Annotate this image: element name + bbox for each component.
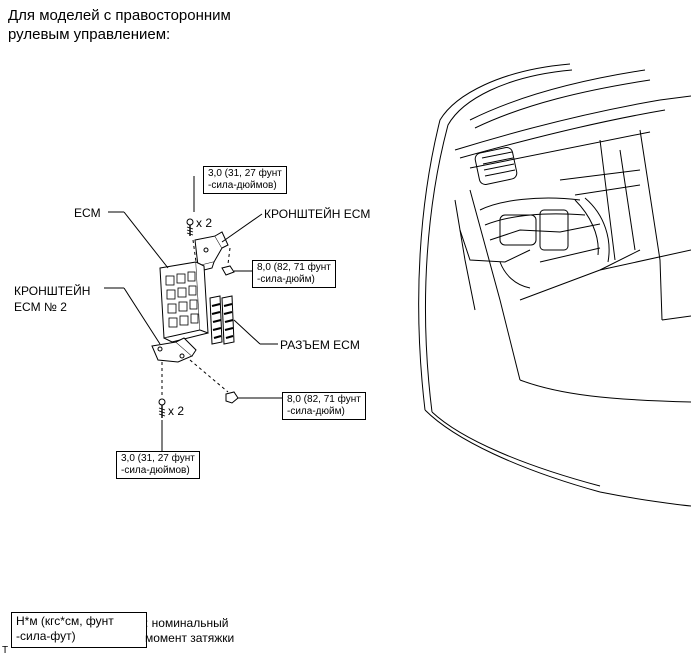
page-title: Для моделей с правосторонним рулевым упр…: [8, 6, 328, 44]
legend-desc-line2: момент затяжки: [145, 631, 235, 645]
title-line-1: Для моделей с правосторонним: [8, 7, 231, 24]
torque-bottom-line1: 3,0 (31, 27 фунт: [121, 453, 195, 464]
label-qty-bottom: x 2: [168, 404, 185, 418]
ecm-unit: [159, 261, 209, 343]
label-bracket-ecm: КРОНШТЕЙН ECM: [264, 207, 371, 221]
ecm-bracket-2: [151, 337, 197, 363]
ecm-connector-shape: [209, 295, 235, 345]
legend-desc-line1: : номинальный: [145, 616, 229, 630]
torque-right-lower-line2: -сила-дюйм): [287, 406, 345, 417]
bottom-bolt: [158, 398, 166, 452]
label-bracket-ecm-2-line2: ECM № 2: [14, 300, 67, 314]
corner-mark: T: [2, 645, 9, 656]
legend-box: Н*м (кгс*см, фунт -сила-фут): [11, 612, 147, 648]
leader-ecm: [123, 211, 169, 269]
torque-box-bottom: 3,0 (31, 27 фунт -сила-дюймов): [116, 451, 200, 479]
leader-connector: [233, 319, 261, 345]
leader-bracket-ecm: [221, 213, 263, 243]
title-line-2: рулевым управлением:: [8, 26, 171, 43]
torque-right-upper-line2: -сила-дюйм): [257, 274, 315, 285]
torque-top-line2: -сила-дюймов): [208, 180, 277, 191]
label-bracket-ecm-2-line1: КРОНШТЕЙН: [14, 284, 91, 298]
legend-description: : номинальный момент затяжки: [145, 616, 234, 646]
torque-box-top: 3,0 (31, 27 фунт -сила-дюймов): [203, 166, 287, 194]
top-bolt: [186, 176, 195, 236]
legend-box-line1: Н*м (кгс*см, фунт: [16, 614, 114, 628]
nut-upper: [221, 265, 252, 276]
torque-box-right-lower: 8,0 (82, 71 фунт -сила-дюйм): [282, 392, 366, 420]
nut-lower: [225, 391, 282, 404]
legend-box-line2: -сила-фут): [16, 629, 76, 643]
torque-right-upper-line1: 8,0 (82, 71 фунт: [257, 262, 331, 273]
label-ecm-connector: РАЗЪЕМ ECM: [280, 338, 360, 352]
label-qty-top: x 2: [196, 216, 213, 230]
label-bracket-ecm-2: КРОНШТЕЙН ECM № 2: [14, 283, 90, 315]
torque-right-lower-line1: 8,0 (82, 71 фунт: [287, 394, 361, 405]
torque-bottom-line2: -сила-дюймов): [121, 465, 190, 476]
torque-top-line1: 3,0 (31, 27 фунт: [208, 168, 282, 179]
label-ecm: ECM: [74, 206, 101, 220]
torque-box-right-upper: 8,0 (82, 71 фунт -сила-дюйм): [252, 260, 336, 288]
nut-dashed-line-lower: [189, 359, 229, 393]
vehicle-interior-illustration: [418, 63, 691, 507]
leader-bracket2: [123, 287, 161, 345]
bolt-dashed-line-right-upper: [227, 247, 231, 265]
bolt-dashed-line-top: [192, 239, 197, 263]
